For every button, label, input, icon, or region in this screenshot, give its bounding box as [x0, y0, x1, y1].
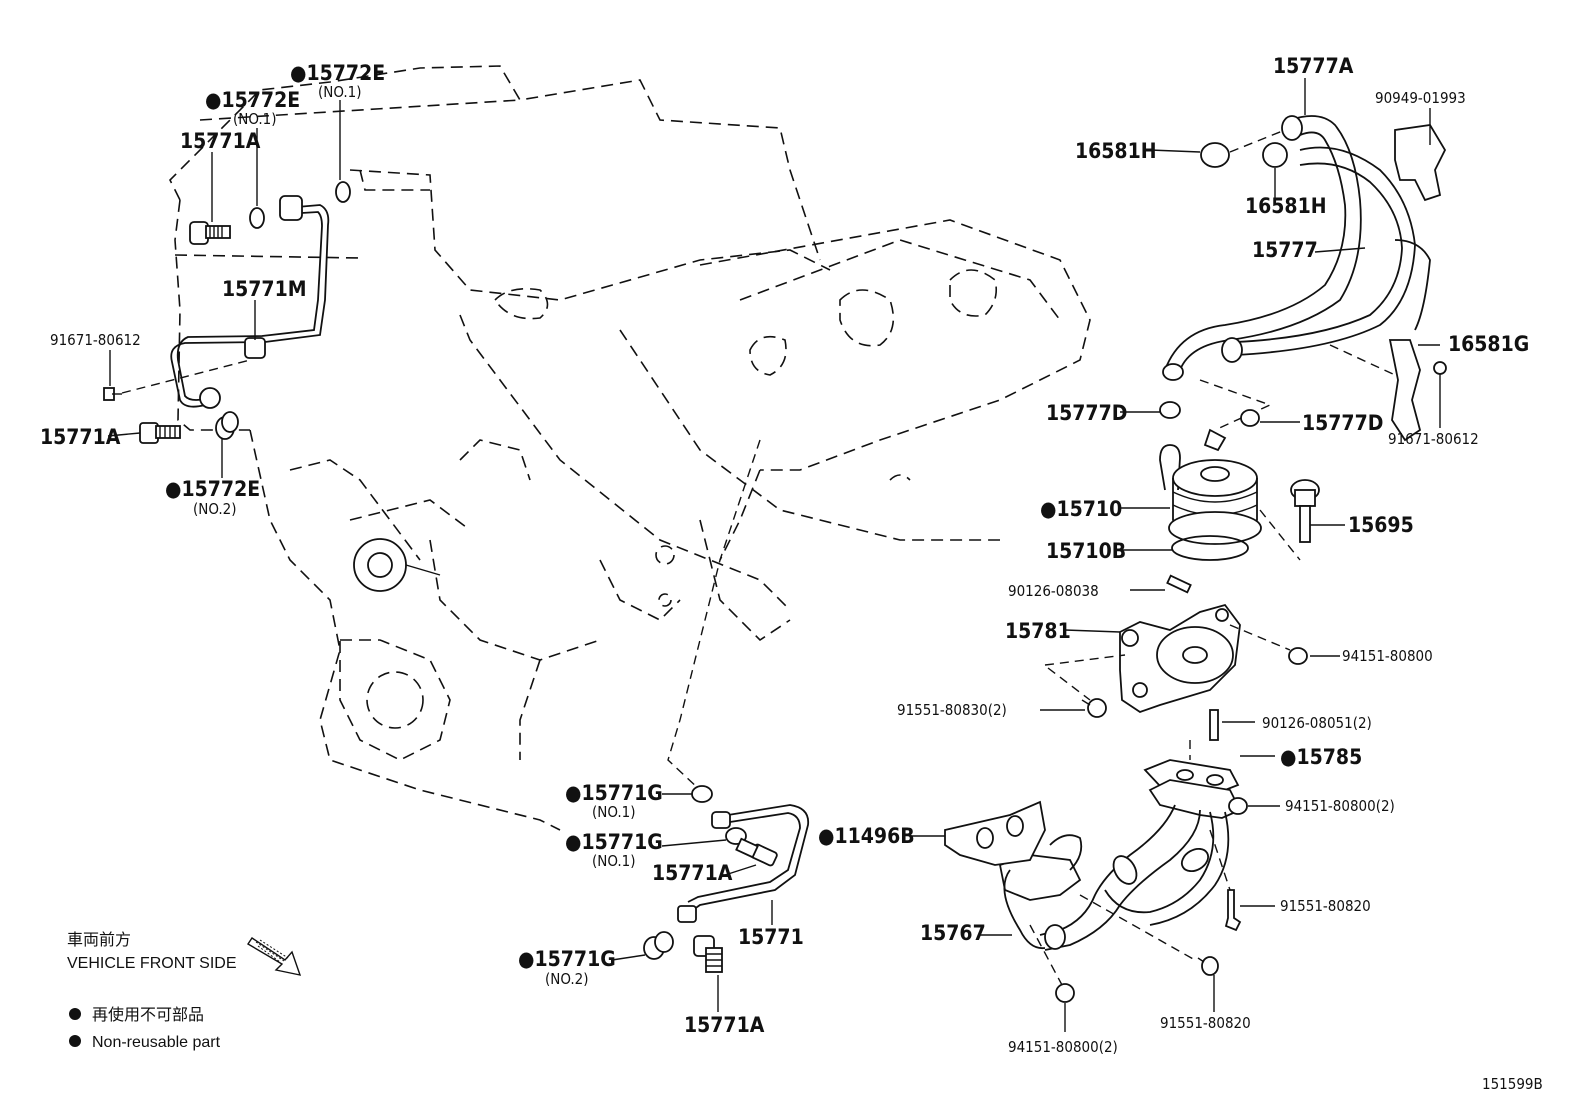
upper-oil-pipe-assembly — [103, 181, 351, 444]
label-15777: 15777 — [1252, 238, 1318, 262]
legend-front-en: VEHICLE FRONT SIDE — [67, 955, 237, 972]
label-94151-bottom: 94151-80800(2) — [1008, 1038, 1118, 1056]
label-15771A-bottom: 15771A — [684, 1013, 765, 1037]
label-90949: 90949-01993 — [1375, 89, 1466, 107]
union-bolt-left — [139, 422, 181, 444]
label-90126-08051: 90126-08051(2) — [1262, 714, 1372, 732]
label-15767: 15767 — [920, 921, 986, 945]
label-15772E-top-sub: (NO.1) — [318, 83, 362, 101]
oil-cooler — [1044, 428, 1320, 793]
leaders-left-upper — [107, 100, 341, 478]
label-90126-08038: 90126-08038 — [1008, 582, 1099, 600]
union-bolt-top — [189, 221, 231, 245]
gasket-top-b — [335, 181, 351, 203]
legend-bullet-icon-1 — [69, 1008, 81, 1020]
water-hoses — [1162, 115, 1447, 442]
label-15771A-mid: 15771A — [652, 861, 733, 885]
leaders-oil-cooler — [1040, 507, 1345, 757]
label-91551-right: 91551-80820 — [1280, 897, 1371, 915]
label-94151-top: 94151-80800 — [1342, 647, 1433, 665]
label-91551-80830: 91551-80830(2) — [897, 701, 1007, 719]
union-bolt-mid — [735, 837, 778, 867]
label-16581G: 16581G — [1448, 332, 1529, 356]
part-labels: ●15772E (NO.1) ●15772E (NO.1) 15771A 157… — [40, 54, 1529, 1056]
label-15771M: 15771M — [222, 277, 307, 301]
label-91551-bottom: 91551-80820 — [1160, 1014, 1251, 1032]
label-15771G-bottom-sub: (NO.2) — [545, 970, 589, 988]
leaders-lower-pipe — [912, 805, 1280, 1032]
label-15781: 15781 — [1005, 619, 1071, 643]
union-bolt-bottom — [693, 935, 723, 973]
label-16581H-right: 16581H — [1245, 194, 1327, 218]
leaders-right-upper — [1120, 78, 1441, 428]
label-91671-right: 91671-80612 — [1388, 430, 1479, 448]
leaders-lower-center — [611, 793, 773, 1012]
label-15772E-bottom: ●15772E — [165, 477, 260, 501]
legend-nonreuse-jp: 再使用不可部品 — [92, 1006, 204, 1024]
label-11496B: ●11496B — [818, 824, 915, 848]
label-15710B: 15710B — [1046, 539, 1126, 563]
label-15777D-left: 15777D — [1046, 401, 1127, 425]
label-15771G-mid-sub: (NO.1) — [592, 852, 636, 870]
label-15772E-top: ●15772E — [290, 61, 385, 85]
label-15785: ●15785 — [1280, 745, 1362, 769]
lower-oil-pipe-15771 — [643, 439, 810, 973]
label-15777A: 15777A — [1273, 54, 1354, 78]
hose-clamps — [1159, 401, 1260, 427]
label-15777D-right: 15777D — [1302, 411, 1383, 435]
diagram-id: 151599B — [1482, 1075, 1543, 1093]
front-arrow-icon — [247, 937, 302, 976]
label-15771: 15771 — [738, 925, 804, 949]
label-15772E-mid: ●15772E — [205, 88, 300, 112]
legend: 車両前方 VEHICLE FRONT SIDE 再使用不可部品 Non-reus… — [67, 931, 302, 1051]
lower-oil-pipe-15767 — [944, 779, 1248, 1003]
engine-outline — [169, 65, 1091, 831]
pulley — [353, 538, 441, 592]
gasket-top-a — [249, 207, 265, 229]
label-15771A-top: 15771A — [180, 129, 261, 153]
legend-bullet-icon-2 — [69, 1035, 81, 1047]
label-94151-mid: 94151-80800(2) — [1285, 797, 1395, 815]
label-15772E-bottom-sub: (NO.2) — [193, 500, 237, 518]
label-15771G-mid: ●15771G — [565, 830, 663, 854]
label-15710: ●15710 — [1040, 497, 1122, 521]
label-15771A-left: 15771A — [40, 425, 121, 449]
label-15771G-top: ●15771G — [565, 781, 663, 805]
legend-front-jp: 車両前方 — [67, 931, 131, 949]
label-15695: 15695 — [1348, 513, 1414, 537]
label-91671-left: 91671-80612 — [50, 331, 141, 349]
label-15771G-bottom: ●15771G — [518, 947, 616, 971]
legend-nonreuse-en: Non-reusable part — [92, 1034, 221, 1051]
label-16581H-left: 16581H — [1075, 139, 1157, 163]
label-15772E-mid-sub: (NO.1) — [233, 110, 277, 128]
label-15771G-top-sub: (NO.1) — [592, 803, 636, 821]
